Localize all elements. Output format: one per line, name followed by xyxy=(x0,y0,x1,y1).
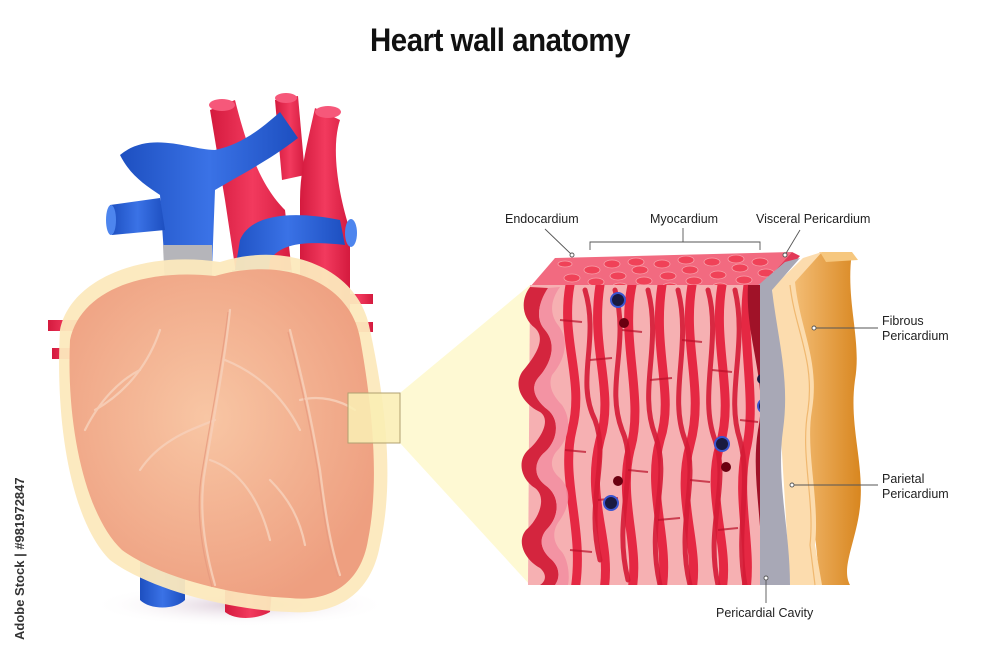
leader-lines xyxy=(544,228,878,603)
myocardium-block xyxy=(528,285,760,585)
label-parietal-pericardium: Parietal Pericardium xyxy=(882,472,949,502)
coronary-vessels xyxy=(83,308,357,587)
watermark: Adobe Stock | #981972847 xyxy=(8,430,28,650)
label-visceral-pericardium: Visceral Pericardium xyxy=(756,212,871,226)
page-title: Heart wall anatomy xyxy=(369,22,631,58)
heart-body xyxy=(69,269,374,599)
label-fibrous-line2: Pericardium xyxy=(882,329,949,343)
zoom-box xyxy=(347,392,401,444)
superior-vena-cava xyxy=(120,112,298,270)
watermark-text: Adobe Stock | #981972847 xyxy=(12,477,27,640)
label-parietal-line1: Parietal xyxy=(882,472,925,486)
top-surface-cells xyxy=(557,254,775,290)
label-myocardium: Myocardium xyxy=(650,212,719,226)
fibrous-pericardium-layer xyxy=(790,252,861,585)
label-parietal-line2: Pericardium xyxy=(882,487,949,501)
endocardium-layer xyxy=(518,287,559,585)
capillaries xyxy=(603,292,731,511)
label-endocardium: Endocardium xyxy=(505,212,579,226)
label-pericardial-cavity: Pericardial Cavity xyxy=(716,606,814,620)
label-fibrous-pericardium: Fibrous Pericardium xyxy=(882,314,949,344)
label-fibrous-line1: Fibrous xyxy=(882,314,924,328)
visceral-pericardium-layer xyxy=(755,258,800,585)
